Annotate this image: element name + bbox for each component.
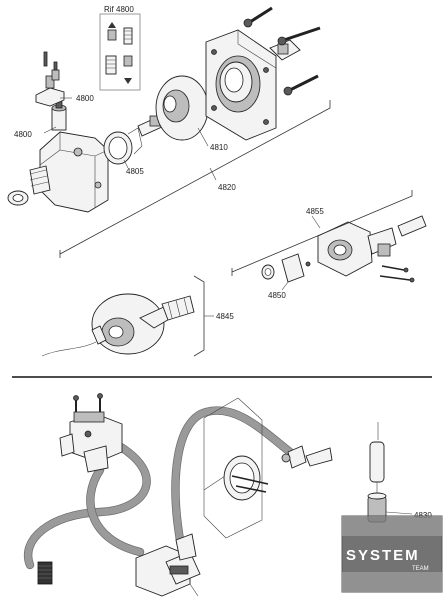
screws-top-right (243, 6, 321, 96)
pump-assembly-4855 (231, 190, 427, 283)
valve-body-lower (59, 393, 123, 473)
tube-4830 (367, 422, 413, 523)
logo-sub: TEAM (412, 566, 429, 572)
callout-4800-lower: 4800 (14, 130, 32, 139)
pump-lower (135, 533, 201, 597)
hose-assembly (24, 406, 295, 570)
rif-4800-detail (99, 13, 141, 91)
callout-4845: 4845 (216, 312, 234, 321)
wall-fitting (203, 397, 333, 539)
flange-housing (205, 29, 301, 141)
valve-body-assembly (7, 51, 109, 213)
shaft-disc-4810 (137, 75, 209, 147)
callout-4810: 4810 (210, 143, 228, 152)
gasket-ring-4805 (103, 127, 143, 169)
logo-text: SYSTEM (346, 547, 420, 564)
callout-rif-4800: Rif 4800 (104, 5, 134, 14)
coupling-4850 (261, 253, 311, 291)
callout-4800-upper: 4800 (76, 94, 94, 103)
motor-assembly-4845 (41, 275, 214, 357)
inlet-filter (37, 561, 53, 585)
callout-4850: 4850 (268, 291, 286, 300)
bracket-4820 (59, 100, 331, 258)
callout-4855: 4855 (306, 207, 324, 216)
callout-4805: 4805 (126, 167, 144, 176)
callout-4820: 4820 (218, 183, 236, 192)
system-team-logo: SYSTEM TEAM (341, 515, 443, 593)
